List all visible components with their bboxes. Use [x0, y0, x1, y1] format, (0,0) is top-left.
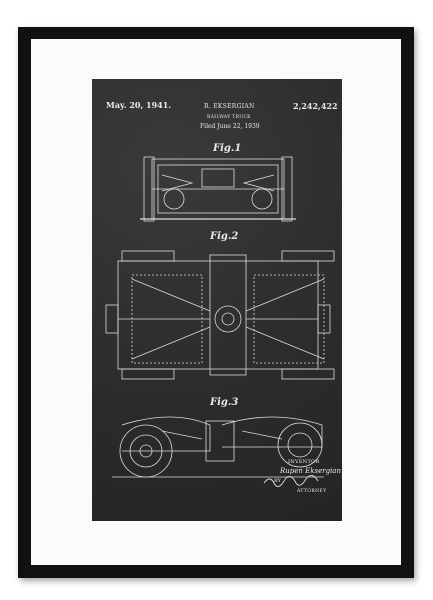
figure-3-label: Fig.3 — [210, 397, 239, 408]
patent-filed-date: Filed June 22, 1939 — [200, 123, 260, 130]
inventor-signature: Rupen Eksergian — [280, 467, 341, 475]
patent-number: 2,242,422 — [293, 101, 338, 111]
figure-1-label: Fig.1 — [213, 143, 242, 154]
patent-drawing — [105, 156, 335, 487]
fig3-drawing — [112, 416, 324, 478]
patent-blueprint: May. 20, 1941. R. EKSERGIAN 2,242,422 RA… — [92, 79, 342, 521]
fig2-drawing — [105, 250, 335, 380]
inventor-label: INVENTOR — [288, 459, 320, 465]
patent-inventor: R. EKSERGIAN — [204, 103, 255, 110]
patent-title: RAILWAY TRUCK — [207, 115, 251, 120]
patent-date: May. 20, 1941. — [106, 100, 172, 110]
figure-2-label: Fig.2 — [210, 231, 239, 242]
by-label: BY — [274, 478, 281, 484]
attorney-label: ATTORNEY — [297, 489, 327, 494]
fig1-drawing — [140, 156, 296, 222]
